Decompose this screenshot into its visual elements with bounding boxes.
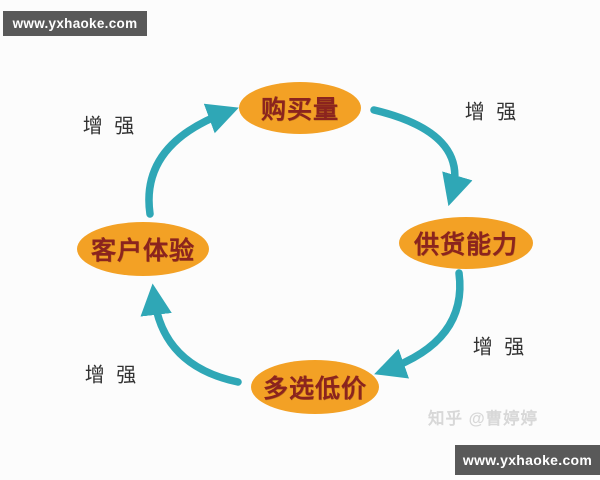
node-label-more-choice-low-price: 多选低价 (262, 375, 368, 403)
watermark-banner-top: www.yxhaoke.com (3, 11, 147, 36)
edge-label-enhance-top-left: 增 强 (82, 115, 138, 138)
watermark-banner-top-text: www.yxhaoke.com (12, 16, 138, 31)
node-ellipse-supply-capacity (399, 217, 533, 269)
node-label-customer-experience: 客户体验 (90, 237, 196, 265)
node-ellipse-more-choice-low-price (251, 360, 379, 414)
node-label-purchase-volume: 购买量 (260, 96, 340, 124)
edge-label-enhance-bottom-left: 增 强 (84, 364, 140, 387)
watermark-banner-bottom-text: www.yxhaoke.com (462, 452, 593, 468)
arrow-bottom-to-left (140, 283, 242, 386)
credit-watermark: 知乎 @曹婷婷 (428, 410, 539, 428)
node-label-supply-capacity: 供货能力 (413, 231, 519, 259)
arrow-top-to-right (370, 106, 473, 207)
node-ellipse-customer-experience (77, 222, 209, 276)
edge-label-enhance-bottom-right: 增 强 (472, 336, 528, 359)
edge-label-enhance-top-right: 增 强 (464, 101, 520, 124)
node-ellipse-purchase-volume (239, 82, 361, 134)
arrow-right-to-bottom (374, 269, 464, 379)
arrow-left-to-top (145, 103, 239, 218)
watermark-banner-bottom: www.yxhaoke.com (455, 445, 600, 475)
